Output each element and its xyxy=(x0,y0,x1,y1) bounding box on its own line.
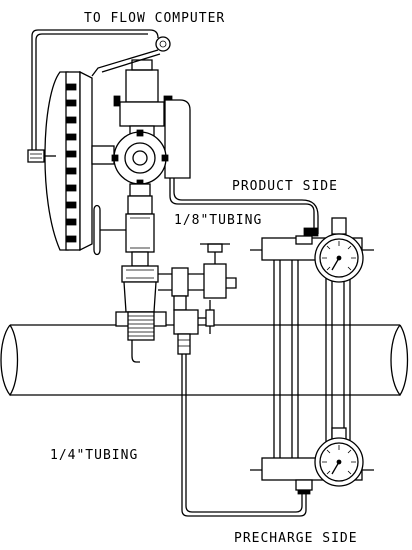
precharge-side-gauge xyxy=(314,427,364,487)
sampling-probe xyxy=(115,265,167,363)
quarter-inch-tubing xyxy=(181,354,311,517)
main-pipeline xyxy=(0,324,409,397)
tee-and-needle-valves xyxy=(158,243,237,355)
label-precharge-side: PRECHARGE SIDE xyxy=(234,531,358,546)
label-product-side: PRODUCT SIDE xyxy=(232,179,338,194)
label-eighth-tubing: 1/8"TUBING xyxy=(174,213,262,228)
product-side-gauge xyxy=(314,217,364,283)
label-quarter-tubing: 1/4"TUBING xyxy=(50,448,138,463)
cable-connector-ring xyxy=(155,36,171,52)
valve-stem-assembly xyxy=(93,195,155,267)
label-to-flow-computer: TO FLOW COMPUTER xyxy=(84,11,225,26)
flow-computer-cable xyxy=(31,29,171,150)
actuator-bolts xyxy=(65,83,77,243)
central-valve-body xyxy=(91,99,191,197)
stem-handle-icon xyxy=(93,204,101,256)
solenoid-valve xyxy=(113,59,173,139)
diaphragm-actuator xyxy=(27,70,93,252)
